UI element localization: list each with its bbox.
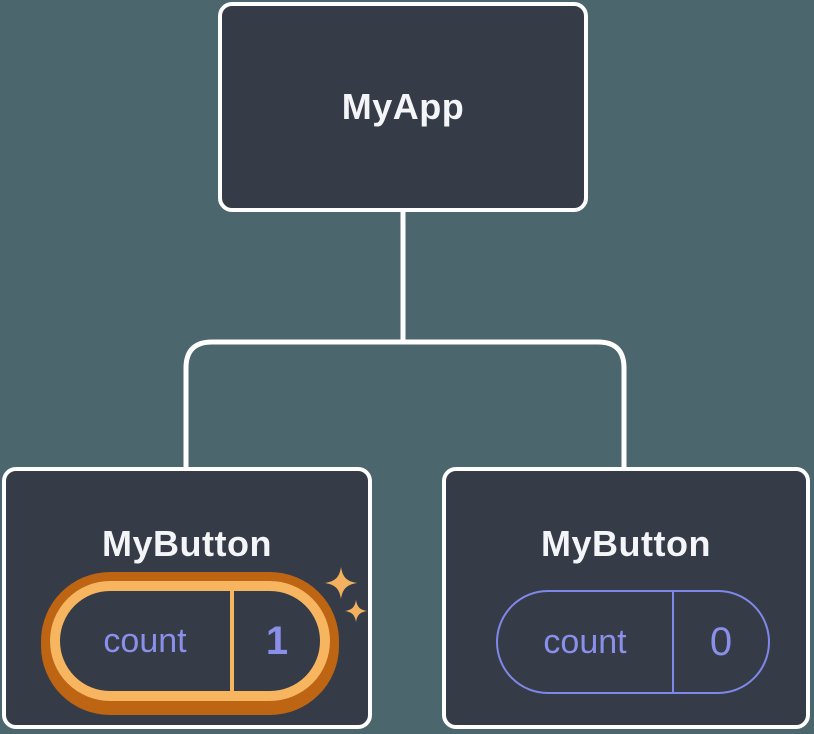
state-name-cell: count [498,592,672,692]
state-pill-highlighted: count 1 [50,581,330,701]
component-node-root: MyApp [218,2,588,212]
sparkle-icon [325,567,357,599]
component-node-button-left: MyButton count 1 [2,467,372,729]
state-value-label: 0 [709,619,733,664]
pill-divider [672,592,674,692]
component-name-label: MyApp [341,86,465,127]
state-value-cell: 0 [674,592,768,692]
state-name-label: count [543,622,627,661]
state-name-label: count [103,621,187,660]
sparkle-icon [345,600,367,622]
state-value-cell: 1 [234,591,320,691]
state-name-cell: count [60,591,230,691]
pill-divider [230,591,234,691]
state-pill: count 0 [496,590,770,694]
state-value-label: 1 [265,618,289,663]
component-name-label: MyButton [541,523,711,564]
component-name-label: MyButton [102,523,272,564]
component-node-button-right: MyButton count 0 [442,467,810,729]
